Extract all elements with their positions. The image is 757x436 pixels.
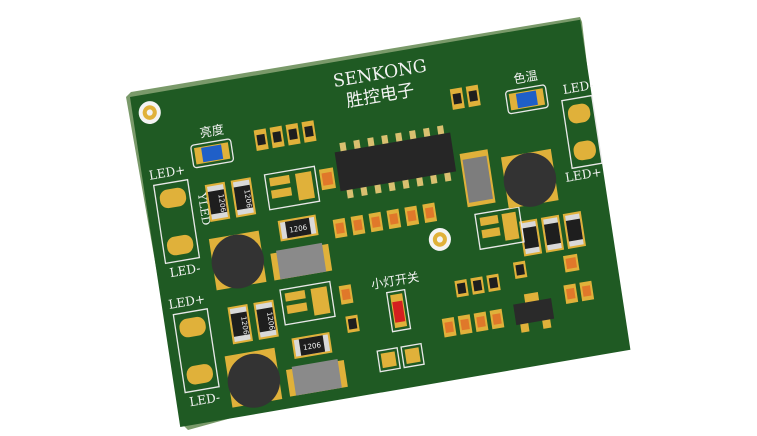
diode-3 xyxy=(459,149,496,208)
inductor-2 xyxy=(224,347,283,408)
color-temp-button[interactable] xyxy=(505,84,549,115)
capacitor-row-bottom xyxy=(338,253,595,338)
ic-chip xyxy=(334,125,457,199)
svg-text:1206: 1206 xyxy=(216,193,228,213)
svg-text:1206: 1206 xyxy=(239,316,251,336)
diode-1 xyxy=(270,242,333,281)
inductor-3 xyxy=(500,148,559,209)
resistor-1206-left-a: 1206 xyxy=(204,181,231,223)
led-minus-label-3: LED- xyxy=(562,78,595,97)
capacitor-row-middle xyxy=(318,167,438,239)
svg-text:1206: 1206 xyxy=(242,189,254,209)
mounting-hole-center xyxy=(428,227,451,251)
small-resistor-row xyxy=(345,260,528,334)
resistor-1206-mid-b: 1206 xyxy=(291,332,333,360)
resistor-1206-left-d: 1206 xyxy=(253,299,279,340)
resistor-1206-right xyxy=(518,211,586,257)
svg-text:1206: 1206 xyxy=(289,222,309,234)
resistor-1206-left-b: 1206 xyxy=(230,177,257,218)
diode-2 xyxy=(286,359,348,397)
resistor-1206-left-c: 1206 xyxy=(227,304,253,345)
mounting-hole-top-left xyxy=(138,101,161,124)
bottom-pad-pair[interactable] xyxy=(376,342,425,373)
brightness-label: 亮度 xyxy=(199,121,225,140)
led-minus-label-1: LED- xyxy=(169,261,202,280)
led-plus-label-1: LED+ xyxy=(148,163,186,183)
led-minus-label-2: LED- xyxy=(188,390,221,409)
mosfet-footprint-2 xyxy=(279,280,336,326)
mosfet-footprint-1 xyxy=(263,165,321,211)
small-light-switch[interactable] xyxy=(385,288,412,333)
transistor-sot xyxy=(513,292,555,333)
brightness-button[interactable] xyxy=(190,138,235,169)
led-pad-group-2[interactable] xyxy=(172,308,220,394)
led-pad-group-3[interactable] xyxy=(561,94,603,170)
svg-text:1206: 1206 xyxy=(302,340,322,352)
svg-text:1206: 1206 xyxy=(265,311,277,331)
led-pad-group-1[interactable] xyxy=(152,178,201,265)
led-plus-label-2: LED+ xyxy=(168,292,206,312)
inductor-1 xyxy=(208,230,267,291)
mosfet-footprint-3 xyxy=(474,206,525,251)
resistor-1206-mid-a: 1206 xyxy=(277,214,319,242)
led-plus-label-3: LED+ xyxy=(564,165,602,185)
resistor-row-top xyxy=(253,84,481,151)
color-temp-label: 色温 xyxy=(513,68,539,86)
